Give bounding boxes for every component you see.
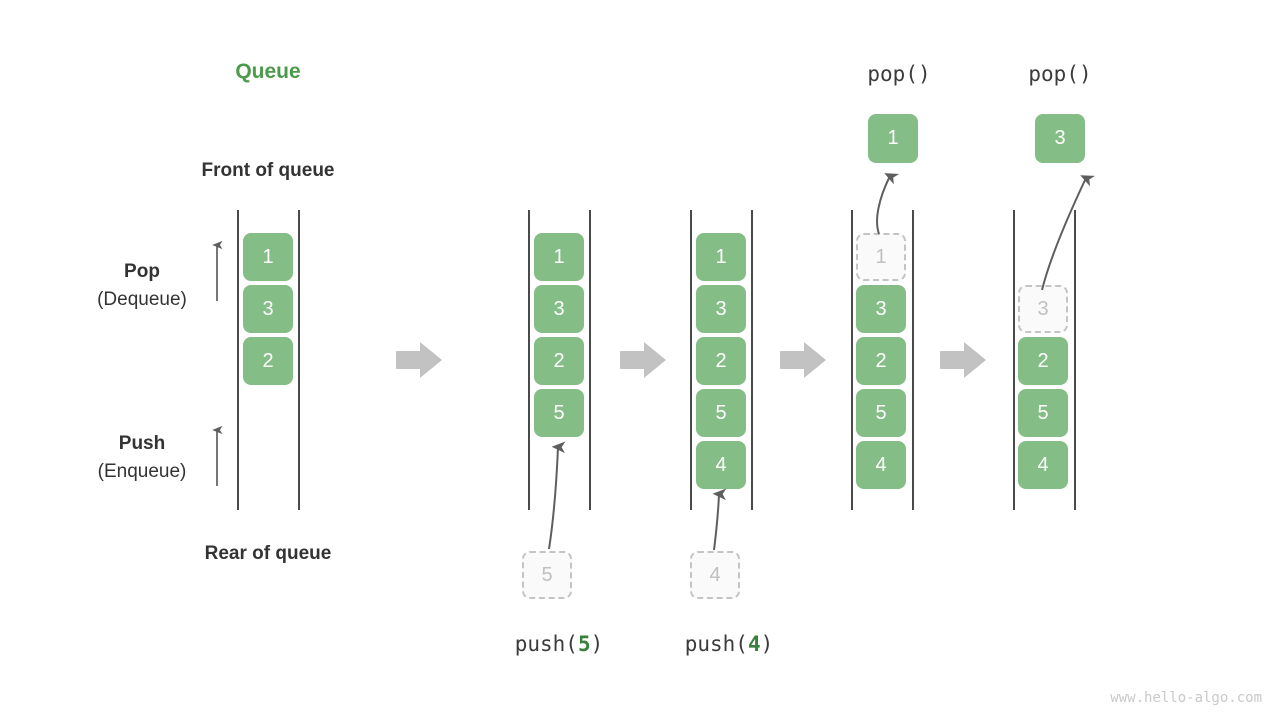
rear-of-queue-label: Rear of queue (204, 543, 332, 564)
transition-arrow (940, 342, 986, 378)
pop-direction-arrow (212, 240, 223, 301)
push-label-strong: Push (118, 433, 166, 454)
popped-cell: 3 (1035, 114, 1085, 163)
queue-cell-ghost: 1 (856, 233, 906, 281)
push5-caption: push(5) (515, 632, 604, 656)
queue-cell: 5 (1018, 389, 1068, 437)
queue-rail-left-col3 (690, 210, 692, 510)
push4-suffix: ) (760, 632, 774, 656)
pop-flow-arrow (876, 173, 900, 235)
push4-value: 4 (747, 632, 761, 656)
queue-cell: 4 (856, 441, 906, 489)
queue-cell: 2 (1018, 337, 1068, 385)
queue-cell: 5 (856, 389, 906, 437)
queue-cell: 1 (534, 233, 584, 281)
watermark: www.hello-algo.com (1110, 690, 1262, 706)
queue-cell: 2 (534, 337, 584, 385)
transition-arrow (396, 342, 442, 378)
push-direction-arrow (212, 425, 223, 486)
pop-label: Pop (Dequeue) (97, 258, 187, 313)
pop-flow-arrow (1041, 175, 1095, 291)
push5-value: 5 (577, 632, 591, 656)
pop-label-strong: Pop (124, 261, 160, 282)
queue-cell: 2 (243, 337, 293, 385)
diagram-title: Queue (235, 60, 301, 83)
queue-rail-left-col1 (237, 210, 239, 510)
queue-rail-right-col5 (1074, 210, 1076, 510)
push4-prefix: push( (684, 632, 748, 656)
transition-arrow (780, 342, 826, 378)
queue-cell: 3 (534, 285, 584, 333)
queue-rail-left-col4 (851, 210, 853, 510)
push-flow-arrow (712, 488, 727, 551)
queue-cell: 4 (696, 441, 746, 489)
queue-cell: 2 (856, 337, 906, 385)
queue-rail-right-col1 (298, 210, 300, 510)
queue-cell: 5 (534, 389, 584, 437)
popped-cell: 1 (868, 114, 918, 163)
queue-rail-left-col2 (528, 210, 530, 510)
pop1-caption: pop() (867, 62, 931, 86)
queue-rail-right-col4 (912, 210, 914, 510)
pop-label-soft: (Dequeue) (97, 288, 187, 310)
incoming-ghost-cell: 5 (522, 551, 572, 599)
push5-prefix: push( (514, 632, 578, 656)
queue-cell: 3 (243, 285, 293, 333)
push-label-soft: (Enqueue) (97, 460, 187, 482)
queue-rail-right-col3 (751, 210, 753, 510)
queue-cell: 3 (856, 285, 906, 333)
queue-cell: 5 (696, 389, 746, 437)
pop2-caption: pop() (1028, 62, 1092, 86)
front-of-queue-label: Front of queue (201, 160, 335, 181)
incoming-ghost-cell: 4 (690, 551, 740, 599)
queue-cell: 1 (243, 233, 293, 281)
push-flow-arrow (548, 441, 566, 550)
queue-cell: 2 (696, 337, 746, 385)
queue-cell: 3 (696, 285, 746, 333)
push5-suffix: ) (590, 632, 604, 656)
push-label: Push (Enqueue) (98, 430, 187, 485)
queue-rail-right-col2 (589, 210, 591, 510)
push4-caption: push(4) (685, 632, 774, 656)
queue-cell: 4 (1018, 441, 1068, 489)
queue-rail-left-col5 (1013, 210, 1015, 510)
transition-arrow (620, 342, 666, 378)
queue-cell: 1 (696, 233, 746, 281)
